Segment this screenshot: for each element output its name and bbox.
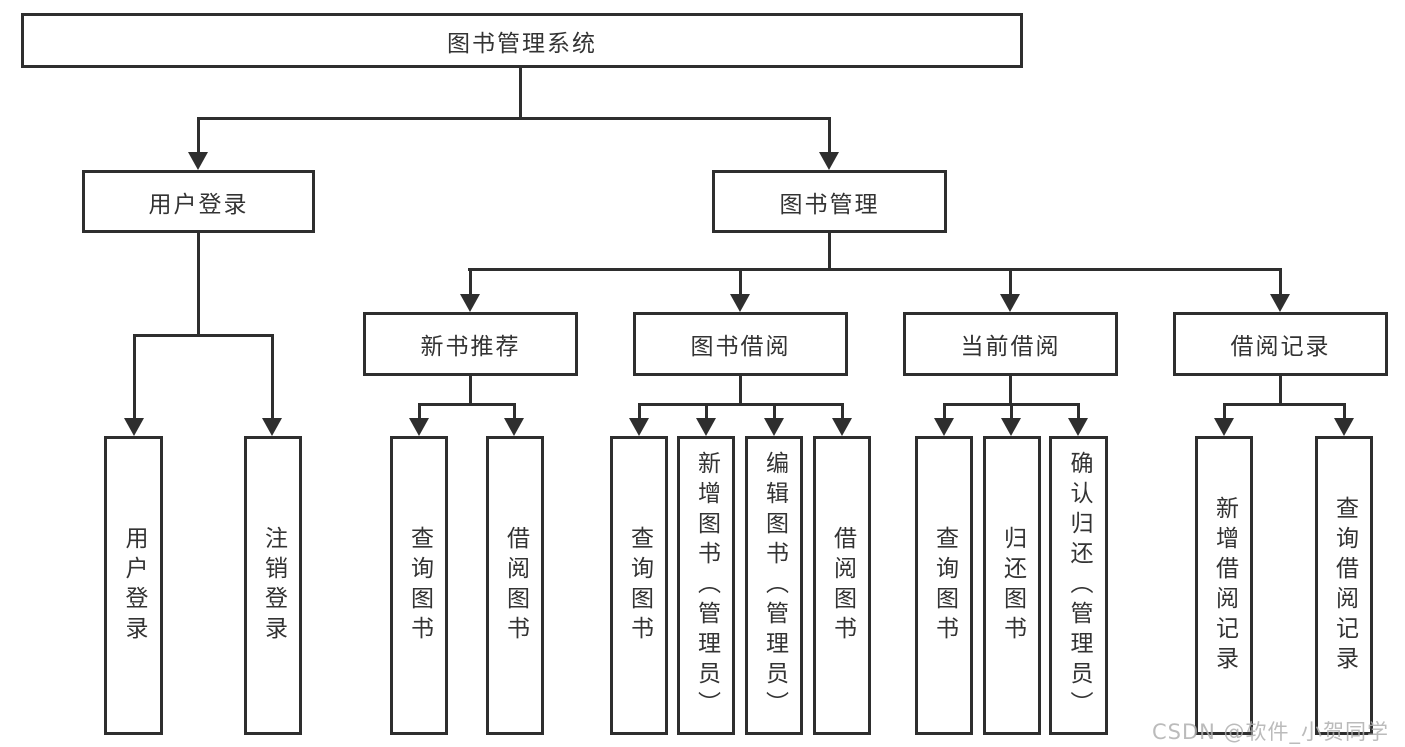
- connector-line: [828, 117, 831, 155]
- arrow-down-icon: [819, 152, 839, 170]
- leaf-query-borrow-record: 查询借阅记录: [1315, 436, 1373, 735]
- arrow-down-icon: [504, 418, 524, 436]
- connector-line: [773, 403, 776, 420]
- connector-line: [197, 233, 200, 336]
- arrow-down-icon: [764, 418, 784, 436]
- leaf-label: 归还图书: [999, 525, 1026, 646]
- arrow-down-icon: [1001, 418, 1021, 436]
- arrow-down-icon: [696, 418, 716, 436]
- leaf-borrow-books-newbook: 借阅图书: [486, 436, 544, 735]
- node-library-management-system: 图书管理系统: [21, 13, 1023, 68]
- connector-line: [1009, 376, 1012, 405]
- arrow-down-icon: [1270, 294, 1290, 312]
- connector-line: [1223, 403, 1226, 420]
- csdn-watermark: CSDN @软件_小贺同学: [1152, 720, 1390, 744]
- connector-line: [841, 403, 844, 420]
- connector-line: [197, 117, 831, 120]
- leaf-query-books-borrowing: 查询图书: [610, 436, 668, 735]
- leaf-label: 查询借阅记录: [1331, 495, 1358, 676]
- leaf-logout: 注销登录: [244, 436, 302, 735]
- leaf-add-books-admin: 新增图书（管理员）: [677, 436, 735, 735]
- leaf-label: 借阅图书: [502, 525, 529, 646]
- node-label: 图书管理: [779, 191, 880, 218]
- arrow-down-icon: [629, 418, 649, 436]
- arrow-down-icon: [188, 152, 208, 170]
- connector-line: [519, 68, 522, 120]
- connector-line: [469, 268, 472, 298]
- arrow-down-icon: [934, 418, 954, 436]
- connector-line: [638, 403, 843, 406]
- node-current-borrowing: 当前借阅: [903, 312, 1118, 376]
- arrow-down-icon: [262, 418, 282, 436]
- arrow-down-icon: [1214, 418, 1234, 436]
- leaf-add-borrow-record: 新增借阅记录: [1195, 436, 1253, 735]
- connector-line: [468, 268, 1281, 271]
- leaf-edit-books-admin: 编辑图书（管理员）: [745, 436, 803, 735]
- arrow-down-icon: [1068, 418, 1088, 436]
- connector-line: [1343, 403, 1346, 420]
- leaf-return-books: 归还图书: [983, 436, 1041, 735]
- connector-line: [739, 268, 742, 298]
- leaf-label: 编辑图书（管理员）: [761, 450, 788, 721]
- connector-line: [1010, 403, 1013, 420]
- connector-line: [197, 117, 200, 155]
- connector-line: [418, 403, 516, 406]
- connector-line: [1279, 268, 1282, 298]
- node-user-login: 用户登录: [82, 170, 315, 233]
- arrow-down-icon: [1334, 418, 1354, 436]
- node-label: 借阅记录: [1230, 334, 1331, 360]
- node-new-book-recommendation: 新书推荐: [363, 312, 578, 376]
- arrow-down-icon: [124, 418, 144, 436]
- leaf-query-books-current: 查询图书: [915, 436, 973, 735]
- node-label: 当前借阅: [960, 334, 1061, 360]
- connector-line: [638, 403, 641, 420]
- connector-line: [1009, 268, 1012, 298]
- connector-line: [513, 403, 516, 420]
- leaf-label: 查询图书: [406, 525, 433, 646]
- connector-line: [133, 334, 274, 337]
- connector-line: [705, 403, 708, 420]
- connector-line: [1279, 376, 1282, 405]
- leaf-label: 确认归还（管理员）: [1066, 450, 1092, 721]
- leaf-user-login: 用户登录: [104, 436, 163, 735]
- leaf-label: 借阅图书: [829, 525, 856, 646]
- leaf-label: 查询图书: [626, 525, 653, 646]
- arrow-down-icon: [1000, 294, 1020, 312]
- connector-line: [1077, 403, 1080, 420]
- connector-line: [739, 376, 742, 405]
- node-book-management: 图书管理: [712, 170, 947, 233]
- arrow-down-icon: [832, 418, 852, 436]
- leaf-label: 新增图书（管理员）: [693, 450, 720, 721]
- node-label: 新书推荐: [420, 334, 521, 360]
- node-label: 图书借阅: [690, 334, 791, 360]
- connector-line: [418, 403, 421, 420]
- leaf-label: 查询图书: [931, 525, 958, 646]
- arrow-down-icon: [730, 294, 750, 312]
- leaf-label: 注销登录: [260, 525, 287, 646]
- arrow-down-icon: [409, 418, 429, 436]
- node-book-borrowing: 图书借阅: [633, 312, 848, 376]
- leaf-borrow-books-borrowing: 借阅图书: [813, 436, 871, 735]
- connector-line: [133, 334, 136, 422]
- node-label: 图书管理系统: [447, 30, 597, 57]
- connector-line: [943, 403, 946, 420]
- leaf-confirm-return-admin: 确认归还（管理员）: [1049, 436, 1108, 735]
- leaf-query-books-newbook: 查询图书: [390, 436, 448, 735]
- connector-line: [1223, 403, 1346, 406]
- leaf-label: 用户登录: [121, 525, 147, 646]
- node-borrowing-records: 借阅记录: [1173, 312, 1388, 376]
- connector-line: [271, 334, 274, 422]
- connector-line: [469, 376, 472, 405]
- arrow-down-icon: [460, 294, 480, 312]
- node-label: 用户登录: [148, 191, 249, 218]
- connector-line: [828, 233, 831, 270]
- leaf-label: 新增借阅记录: [1211, 495, 1238, 676]
